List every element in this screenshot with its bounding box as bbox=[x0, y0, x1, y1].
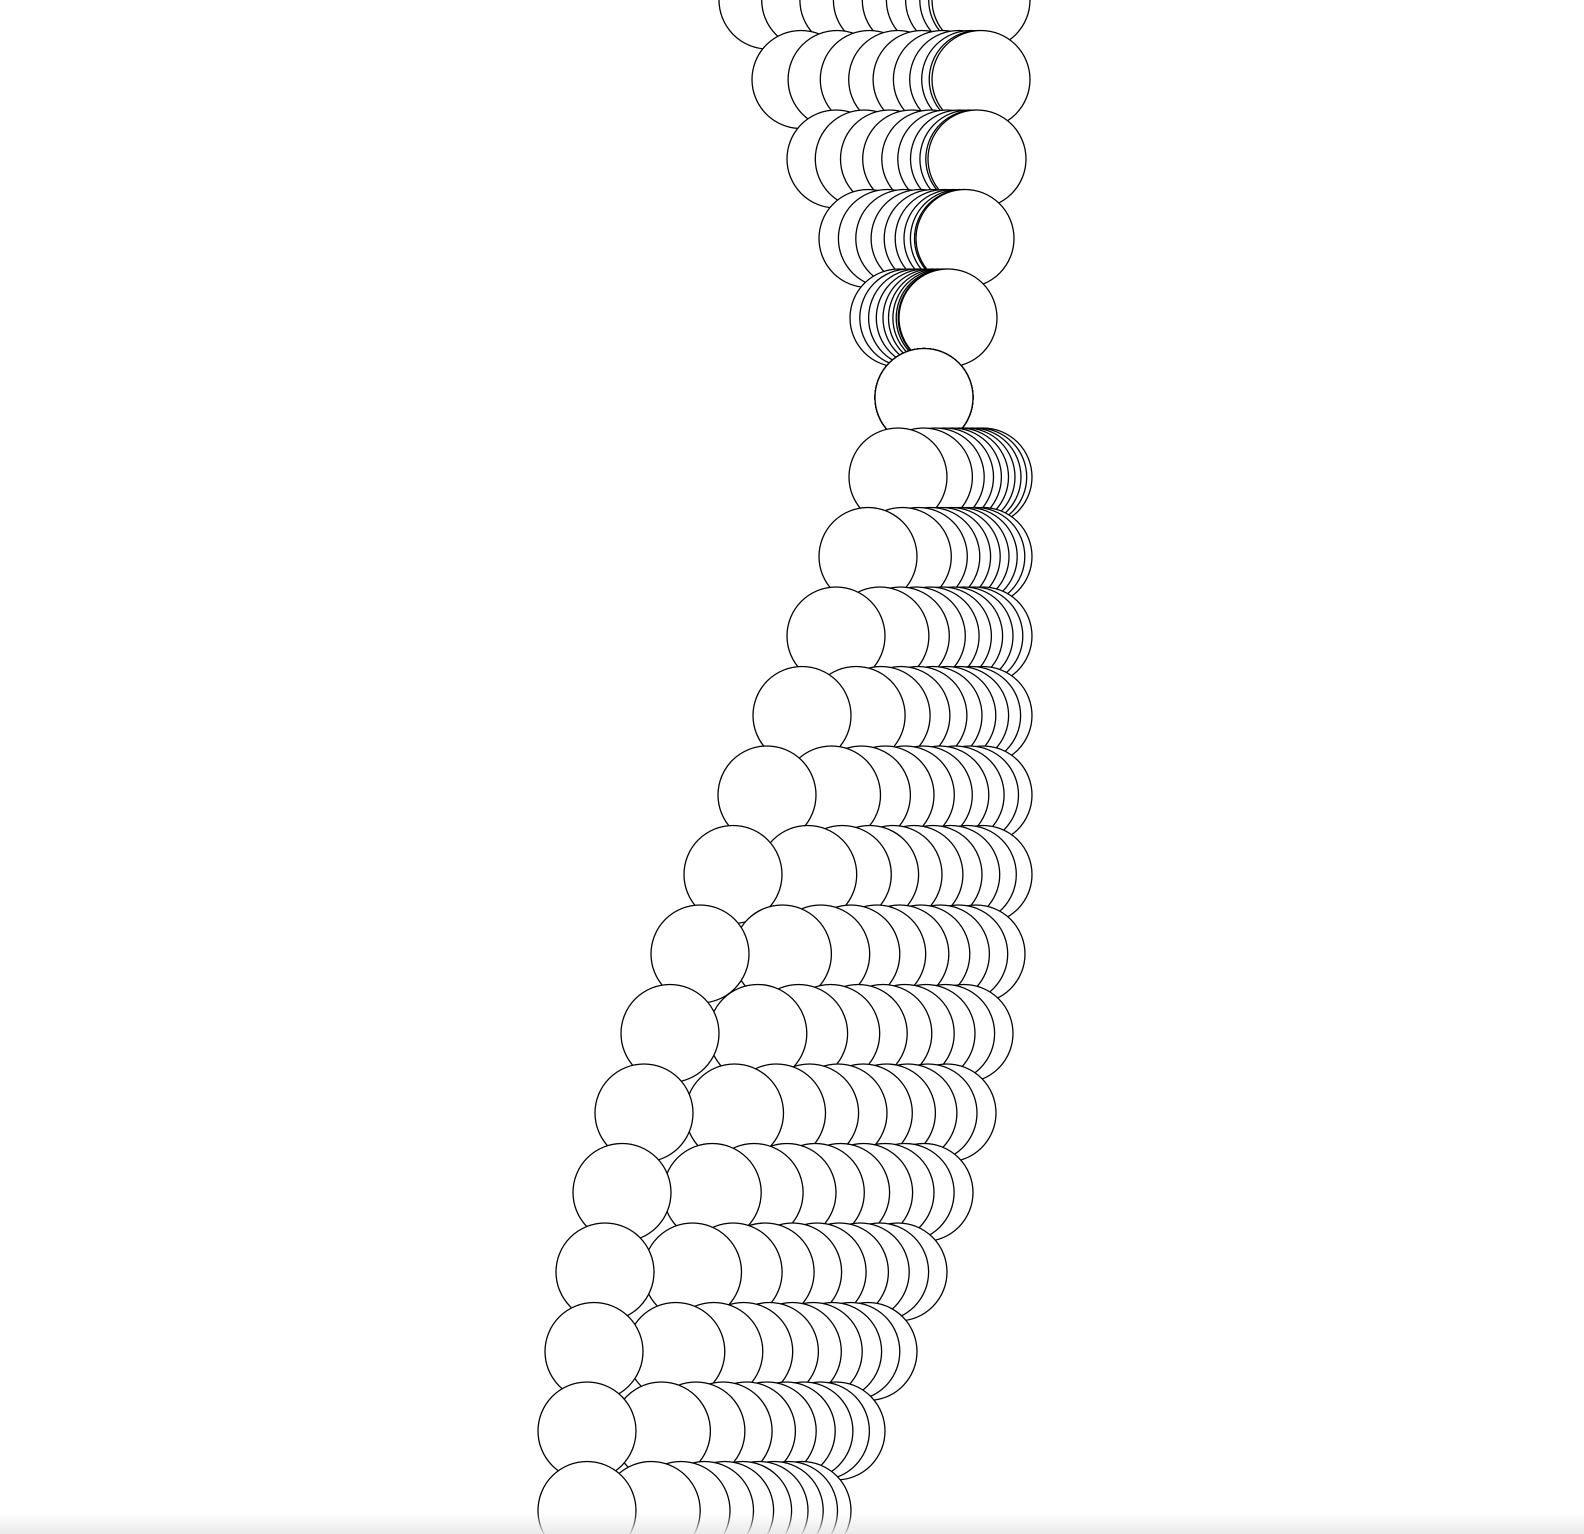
circle-pattern-artwork bbox=[537, 0, 1033, 1534]
